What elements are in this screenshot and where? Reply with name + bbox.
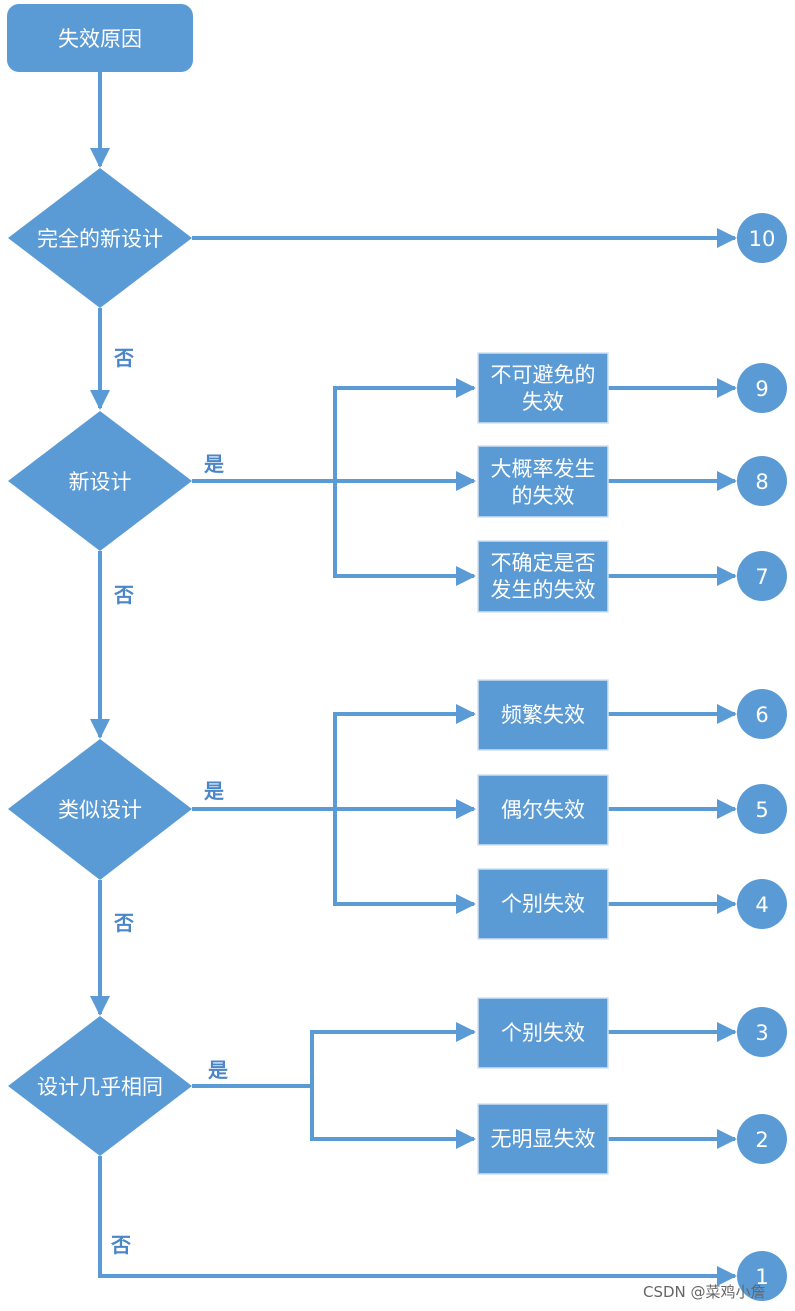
outcome-label-line2: 的失效	[512, 484, 575, 508]
rating-value: 2	[755, 1128, 768, 1152]
outcome-label-line1: 不确定是否	[491, 551, 596, 575]
outcome-box-high-probability: 大概率发生 的失效	[477, 445, 609, 518]
no-label-d4: 否	[110, 1233, 131, 1257]
outcome-box-no-obvious: 无明显失效	[477, 1103, 609, 1175]
outcome-label: 个别失效	[501, 892, 585, 916]
rating-value: 7	[755, 565, 768, 589]
connector-d4-rating-1	[98, 1156, 737, 1286]
rating-value: 9	[755, 377, 768, 401]
decision-label: 设计几乎相同	[37, 1075, 163, 1099]
outcome-label: 个别失效	[501, 1021, 585, 1045]
rating-value: 1	[755, 1265, 768, 1289]
rating-value: 5	[755, 798, 768, 822]
no-label-d3: 否	[113, 911, 134, 935]
rating-circle-10: 10	[737, 213, 787, 263]
watermark: CSDN @菜鸡小詹	[643, 1283, 766, 1301]
yes-label-d4: 是	[207, 1058, 228, 1082]
rating-value: 3	[755, 1021, 768, 1045]
no-label-d2: 否	[113, 583, 134, 607]
outcome-label-line2: 发生的失效	[491, 578, 596, 602]
yes-label-d2: 是	[203, 452, 224, 476]
no-label-d1: 否	[113, 346, 134, 370]
outcome-label: 频繁失效	[501, 703, 585, 727]
rating-circle-8: 8	[737, 456, 787, 506]
rating-circle-5: 5	[737, 784, 787, 834]
outcome-box-isolated: 个别失效	[477, 868, 609, 940]
rating-circle-2: 2	[737, 1114, 787, 1164]
outcome-label-line2: 失效	[522, 390, 564, 414]
outcome-box-uncertain: 不确定是否 发生的失效	[477, 540, 609, 613]
yes-label-d3: 是	[203, 779, 224, 803]
decision-similar-design: 类似设计	[8, 739, 192, 880]
start-node-label: 失效原因	[58, 27, 142, 51]
outcome-label-line1: 大概率发生	[491, 457, 596, 481]
rating-circle-1: 1	[737, 1251, 787, 1301]
rating-circle-7: 7	[737, 551, 787, 601]
rating-value: 6	[755, 703, 768, 727]
rating-value: 8	[755, 470, 768, 494]
outcome-label-line1: 不可避免的	[491, 363, 596, 387]
decision-label: 完全的新设计	[37, 227, 163, 251]
outcome-label: 无明显失效	[491, 1127, 596, 1151]
outcome-box-unavoidable: 不可避免的 失效	[477, 352, 609, 424]
outcome-box-frequent: 频繁失效	[477, 679, 609, 751]
decision-label: 新设计	[69, 470, 132, 494]
rating-circle-3: 3	[737, 1007, 787, 1057]
outcome-box-isolated-2: 个别失效	[477, 997, 609, 1069]
decision-new-design: 新设计	[8, 411, 192, 551]
outcome-box-occasional: 偶尔失效	[477, 774, 609, 846]
rating-value: 10	[749, 227, 776, 251]
rating-value: 4	[755, 893, 768, 917]
decision-almost-same-design: 设计几乎相同	[8, 1016, 192, 1156]
rating-circle-4: 4	[737, 879, 787, 929]
decision-label: 类似设计	[58, 798, 142, 822]
rating-circle-9: 9	[737, 363, 787, 413]
connectors	[90, 72, 737, 1286]
decision-complete-new-design: 完全的新设计	[8, 168, 192, 308]
rating-circle-6: 6	[737, 689, 787, 739]
outcome-label: 偶尔失效	[501, 798, 585, 822]
start-node: 失效原因	[7, 4, 193, 72]
